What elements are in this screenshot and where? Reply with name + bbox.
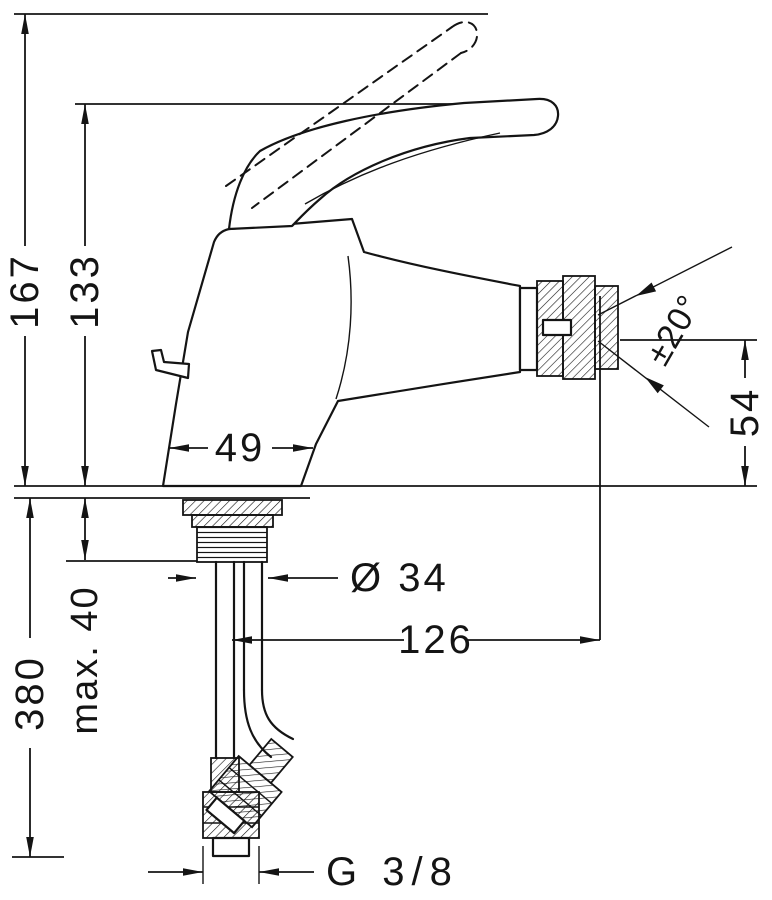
faucet [150, 21, 619, 488]
dimension-max-mounting-thickness: max. 40 [64, 498, 106, 735]
threaded-shank [196, 526, 268, 563]
mounting-flange [182, 499, 283, 516]
dimension-shank-diameter: Ø 34 [168, 556, 449, 600]
handle-contour-line [304, 132, 501, 205]
swivel-arrow-lower [645, 377, 664, 394]
connector-stub [205, 796, 246, 835]
faucet-handle-raised-dashed [225, 21, 479, 209]
hose-connector-right [205, 737, 294, 835]
raised-handle-edge [251, 52, 462, 209]
dimension-connection-thread: G 3/8 [148, 846, 459, 894]
dimension-total-height: 167 [3, 14, 47, 486]
dimension-spout-outlet-height: 54 [723, 340, 767, 486]
dimension-base-width: 49 [169, 426, 313, 470]
dimension-label-connection-thread: G 3/8 [326, 850, 459, 894]
mounting-washer [191, 514, 274, 528]
dimension-label-max-thickness: max. 40 [64, 585, 106, 734]
raised-handle-edge [225, 26, 453, 187]
dimension-label-shank-diameter: Ø 34 [350, 556, 449, 600]
dimension-label-swivel-angle: ±20° [639, 288, 709, 371]
swivel-arrow-upper [636, 282, 657, 296]
supply-hoses [202, 560, 295, 858]
dimension-height-to-handle: 133 [63, 104, 107, 486]
raised-handle-tip [451, 21, 479, 54]
mounting-assembly [182, 499, 283, 563]
dimension-label-hose-length: 380 [8, 655, 52, 731]
spout-aerator [518, 275, 619, 380]
connector-stub [211, 836, 251, 858]
spout-body-seam [335, 255, 352, 400]
connector-band [218, 779, 263, 817]
dimension-label-height-to-handle: 133 [63, 253, 107, 329]
aerator-collar [518, 286, 539, 372]
drain-pull-hook [150, 348, 191, 380]
dimension-label-base-width: 49 [215, 426, 266, 470]
faucet-handle [227, 97, 560, 231]
swivel-ray-upper [597, 246, 733, 316]
hose-right-curve [260, 688, 295, 741]
faucet-body [161, 217, 522, 488]
dimension-label-total-height: 167 [3, 253, 47, 329]
aerator-cap [594, 285, 619, 370]
aerator-label-window [541, 318, 573, 337]
dimension-label-spout-reach: 126 [398, 618, 474, 662]
connector-band [228, 767, 273, 805]
dimension-spout-reach: 126 [232, 618, 600, 662]
dimension-label-outlet-height: 54 [723, 387, 767, 438]
dimension-hose-length: 380 [8, 498, 52, 857]
